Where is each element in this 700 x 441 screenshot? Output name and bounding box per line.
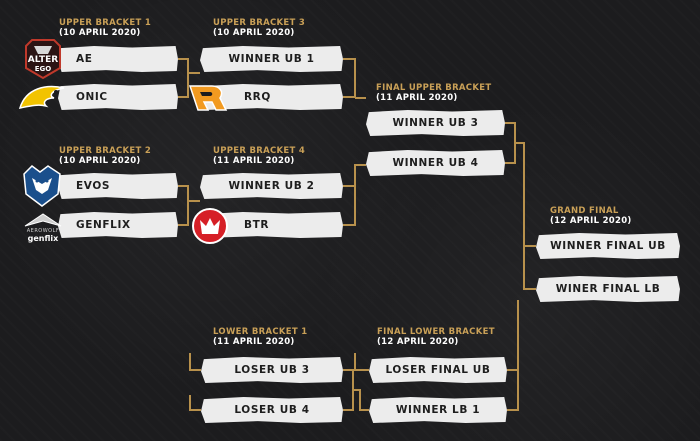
header-title: UPPER BRACKET 4: [213, 146, 306, 156]
header-title: UPPER BRACKET 1: [59, 18, 152, 28]
connector-gf-lower: [523, 264, 536, 290]
slot-winner-ub1: WINNER UB 1: [200, 46, 343, 72]
connector-fub: [505, 122, 516, 143]
connector-lb1-left-top: [189, 353, 201, 371]
header-title: LOWER BRACKET 1: [213, 327, 308, 337]
slot-winer-final-lb: WINER FINAL LB: [536, 276, 680, 302]
slot-winner-lb1: WINNER LB 1: [369, 397, 507, 423]
slot-genflix: GENFLIX: [58, 212, 178, 238]
slot-ae: AE: [58, 46, 178, 72]
header-title: UPPER BRACKET 3: [213, 18, 306, 28]
btr-logo: [189, 206, 231, 246]
connector-lb1: [343, 369, 354, 390]
header-date: (11 APRIL 2020): [376, 93, 458, 103]
connector-lb1-lower: [343, 390, 354, 411]
rrq-logo: [186, 82, 228, 114]
slot-winner-ub4: WINNER UB 4: [366, 150, 505, 176]
slot-winner-final-ub: WINNER FINAL UB: [536, 233, 680, 259]
connector-fub-lower: [505, 143, 516, 164]
slot-loser-ub3: LOSER UB 3: [201, 357, 343, 383]
alter-ego-text-1: ALTER: [28, 55, 58, 65]
connector-ub2: [178, 185, 200, 202]
connector-ub4-lower: [343, 186, 356, 226]
genflix-aerowolf-logo: AEROWOLF genflix: [18, 208, 68, 246]
connector-ub1: [178, 58, 200, 74]
header-title: FINAL UPPER BRACKET: [376, 83, 492, 93]
header-upper-bracket-4: UPPER BRACKET 4 (11 APRIL 2020): [213, 146, 305, 166]
header-final-lower-bracket: FINAL LOWER BRACKET (12 APRIL 2020): [377, 327, 495, 347]
connector-flb: [507, 369, 519, 390]
header-title: UPPER BRACKET 2: [59, 146, 152, 156]
slot-evos: EVOS: [58, 173, 178, 199]
connector-ub4: [343, 164, 366, 187]
header-upper-bracket-2: UPPER BRACKET 2 (10 APRIL 2020): [59, 146, 151, 166]
onic-logo: [16, 82, 68, 114]
aerowolf-text: AEROWOLF: [26, 227, 60, 234]
header-date: (10 APRIL 2020): [213, 28, 295, 38]
header-date: (11 APRIL 2020): [213, 156, 295, 166]
connector-flb-lower: [507, 390, 519, 411]
header-date: (10 APRIL 2020): [59, 156, 141, 166]
alter-ego-logo: ALTER EGO: [20, 38, 66, 80]
slot-loser-final-ub: LOSER FINAL UB: [369, 357, 507, 383]
header-upper-bracket-3: UPPER BRACKET 3 (10 APRIL 2020): [213, 18, 305, 38]
alter-ego-text-2: EGO: [35, 65, 52, 73]
header-title: GRAND FINAL: [550, 206, 619, 216]
header-date: (10 APRIL 2020): [59, 28, 141, 38]
header-title: FINAL LOWER BRACKET: [377, 327, 495, 337]
header-date: (12 APRIL 2020): [550, 216, 632, 226]
connector-flb-top: [354, 353, 369, 371]
slot-loser-ub4: LOSER UB 4: [201, 397, 343, 423]
slot-onic: ONIC: [58, 84, 178, 110]
header-grand-final: GRAND FINAL (12 APRIL 2020): [550, 206, 632, 226]
slot-winner-ub2: WINNER UB 2: [200, 173, 343, 199]
genflix-text: genflix: [27, 233, 59, 243]
connector-lb1-left-bottom: [189, 395, 201, 411]
connector-ub2-lower: [178, 201, 189, 226]
connector-fub-out: [515, 142, 525, 264]
header-final-upper-bracket: FINAL UPPER BRACKET (11 APRIL 2020): [376, 83, 491, 103]
header-date: (12 APRIL 2020): [377, 337, 459, 347]
header-lower-bracket-1: LOWER BRACKET 1 (11 APRIL 2020): [213, 327, 307, 347]
connector-ub3: [343, 58, 356, 98]
connector-lb1-out: [353, 389, 369, 411]
header-upper-bracket-1: UPPER BRACKET 1 (10 APRIL 2020): [59, 18, 151, 38]
connector-ub1-lower: [178, 73, 189, 98]
slot-winner-ub3: WINNER UB 3: [366, 110, 505, 136]
header-date: (11 APRIL 2020): [213, 337, 295, 347]
evos-logo: [18, 164, 66, 210]
